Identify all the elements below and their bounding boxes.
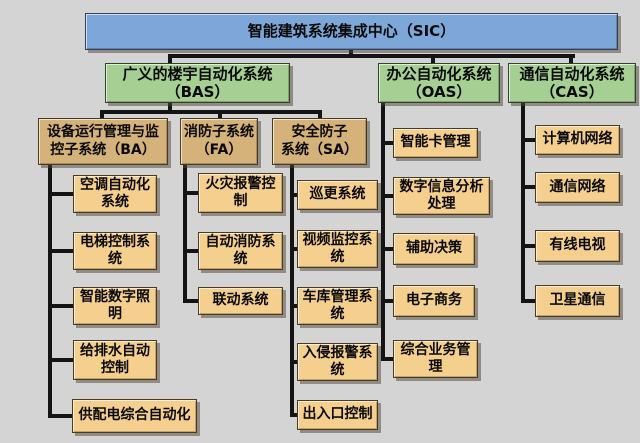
node-cas-item-2: 有线电视 <box>535 230 620 262</box>
node-cas-item-3: 卫星通信 <box>535 285 620 317</box>
connector-oas-stub-1 <box>381 194 393 198</box>
node-ba-item-4: 供配电综合自动化 <box>72 399 197 433</box>
node-fa: 消防子系统 （FA） <box>180 118 258 165</box>
node-oas-item-4: 综合业务管 理 <box>393 340 478 378</box>
node-cas: 通信自动化系统 （CAS） <box>508 63 636 103</box>
connector-ba-stub-3 <box>48 358 73 362</box>
connector-fa-stub-1 <box>183 249 198 253</box>
connector-fa-stub-0 <box>183 191 198 195</box>
connector-to-bas <box>168 54 172 63</box>
node-sic: 智能建筑系统集成中心（SIC） <box>85 13 618 50</box>
connector-sa-stub-1 <box>290 247 297 251</box>
connector-bas-bar <box>100 110 322 114</box>
connector-sa-stub-3 <box>290 360 297 364</box>
connector-sic-stub <box>349 49 353 56</box>
connector-fa-stub-2 <box>183 299 198 303</box>
connector-ba-stub-4 <box>48 414 72 418</box>
connector-to-sa <box>318 110 322 118</box>
node-sa-item-0: 巡更系统 <box>297 180 378 210</box>
node-ba-item-1: 电梯控制系 统 <box>73 232 157 270</box>
node-fa-item-0: 火灾报警控 制 <box>198 173 283 213</box>
node-oas: 办公自动化系统 （OAS） <box>378 63 500 103</box>
connector-oas-stub-3 <box>381 299 393 303</box>
connector-to-fa <box>218 110 222 118</box>
connector-ba-stub-2 <box>48 304 73 308</box>
connector-oas-stub-4 <box>381 357 393 361</box>
node-sa-item-4: 出入口控制 <box>297 400 378 430</box>
node-sa-item-2: 车库管理系 统 <box>297 287 378 325</box>
connector-to-cas <box>569 54 573 63</box>
node-ba-item-0: 空调自动化 系统 <box>73 175 157 213</box>
node-fa-item-2: 联动系统 <box>198 287 283 315</box>
node-ba-item-2: 智能数字照 明 <box>73 287 157 325</box>
node-oas-item-2: 辅助决策 <box>393 233 475 265</box>
node-sa: 安全防子 系统（SA） <box>272 118 367 165</box>
connector-ba-stub-0 <box>48 192 73 196</box>
connector-cas-stub-0 <box>521 138 535 142</box>
connector-top-bar <box>168 54 575 58</box>
node-cas-item-1: 通信网络 <box>535 172 620 203</box>
node-oas-item-3: 电子商务 <box>393 285 475 317</box>
connector-sa-stub-4 <box>290 413 297 417</box>
node-cas-item-0: 计算机网络 <box>535 125 620 155</box>
connector-sa-stub-2 <box>290 304 297 308</box>
node-ba: 设备运行管理与监 控子系统（BA） <box>38 118 168 165</box>
node-sa-item-3: 入侵报警系 统 <box>297 343 378 381</box>
connector-sa-trunk <box>290 165 294 417</box>
connector-ba-trunk <box>48 165 52 418</box>
connector-to-ba <box>100 110 104 118</box>
connector-fa-trunk <box>183 165 187 303</box>
connector-oas-trunk <box>381 103 385 361</box>
node-sa-item-1: 视频监控系 统 <box>297 230 378 268</box>
connector-sa-stub-0 <box>290 193 297 197</box>
connector-to-oas <box>431 54 435 63</box>
connector-cas-stub-2 <box>521 244 535 248</box>
node-bas: 广义的楼宇自动化系统 （BAS） <box>105 63 290 103</box>
node-oas-item-1: 数字信息分析 处理 <box>393 177 490 215</box>
connector-cas-stub-3 <box>521 299 535 303</box>
connector-oas-stub-0 <box>381 141 393 145</box>
node-fa-item-1: 自动消防系 统 <box>198 232 283 270</box>
node-oas-item-0: 智能卡管理 <box>393 128 478 158</box>
node-ba-item-3: 给排水自动 控制 <box>73 340 157 380</box>
connector-cas-stub-1 <box>521 185 535 189</box>
connector-oas-stub-2 <box>381 247 393 251</box>
connector-bas-stub <box>168 103 172 112</box>
connector-cas-trunk <box>521 103 525 303</box>
connector-ba-stub-1 <box>48 249 73 253</box>
